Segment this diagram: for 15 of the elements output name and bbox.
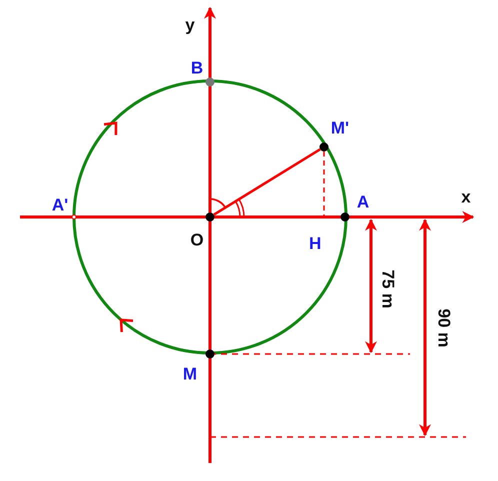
dashed-line: [323, 152, 325, 218]
point-label: A: [356, 194, 370, 210]
dimension-label: 75 m: [380, 270, 396, 308]
dimension-label: 90 m: [436, 308, 452, 348]
segment-line: [213, 148, 321, 216]
point-label: O: [190, 232, 204, 248]
axis-label: y: [185, 16, 195, 34]
point-label: M': [330, 120, 350, 136]
axis-label: x: [461, 188, 471, 206]
point-label: A': [52, 196, 68, 214]
point-label: B: [190, 60, 204, 76]
point-dot: [206, 212, 214, 222]
point-dot: [320, 142, 328, 152]
point-label: M: [182, 366, 198, 382]
point-label: H: [309, 218, 329, 252]
